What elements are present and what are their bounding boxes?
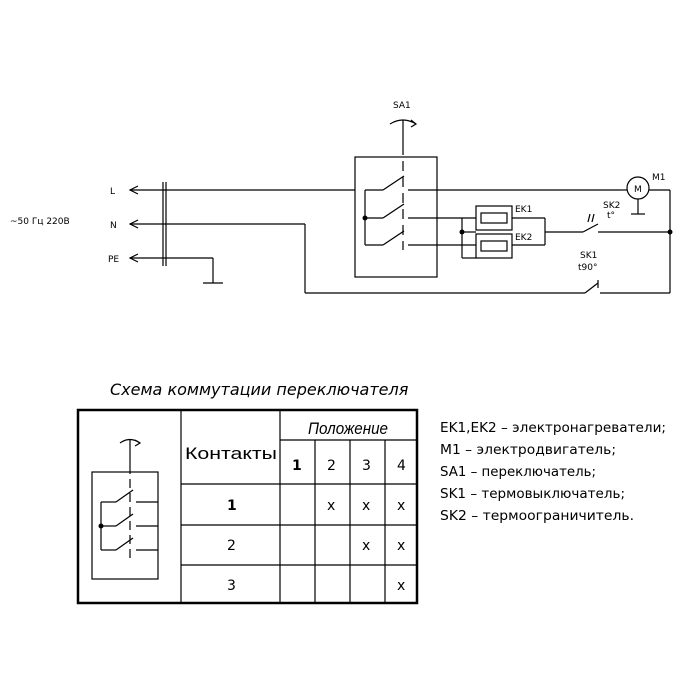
row-2-contact: 2 <box>227 538 236 554</box>
table-title: Схема коммутации переключателя <box>110 380 409 399</box>
sk2-limiter <box>582 213 670 233</box>
motor-m1 <box>600 176 671 294</box>
legend-line-3: SA1 – переключатель; <box>440 465 596 480</box>
sa1-switch <box>354 119 438 278</box>
row-1-contact: 1 <box>227 498 237 514</box>
table-cell: x <box>397 538 405 554</box>
junction-dots <box>362 215 673 235</box>
position-4: 4 <box>397 458 406 474</box>
line-label-l: L <box>110 187 115 197</box>
thermo-sub: t90° <box>578 263 597 273</box>
position-2: 2 <box>327 458 336 474</box>
motor-symbol: M <box>634 185 642 195</box>
contacts-header: Контакты <box>185 444 277 463</box>
limiter-label: SK2 <box>603 201 620 211</box>
row-3-contact: 3 <box>227 578 236 594</box>
sk1-thermo <box>584 280 599 294</box>
switch-symbol <box>91 438 159 580</box>
position-header: Положение <box>308 419 388 438</box>
heater-label-ek1: EK1 <box>515 205 532 215</box>
table-cell: x <box>327 498 335 514</box>
legend-line-4: SK1 – термовыключатель; <box>440 487 625 502</box>
legend-line-2: M1 – электродвигатель; <box>440 443 616 458</box>
table-cell: x <box>362 498 370 514</box>
legend-line-5: SK2 – термоограничитель. <box>440 509 634 524</box>
position-3: 3 <box>362 458 371 474</box>
position-1: 1 <box>292 458 302 474</box>
supply-label: ~50 Гц 220В <box>10 217 70 227</box>
switching-table <box>76 408 419 605</box>
table-cell: x <box>397 498 405 514</box>
supply-lines <box>128 182 585 294</box>
line-label-n: N <box>110 221 117 231</box>
motor-label: M1 <box>652 173 666 183</box>
switch-label: SA1 <box>393 101 411 111</box>
line-label-pe: PE <box>108 255 119 265</box>
thermo-label: SK1 <box>580 251 597 261</box>
switch-symbol-dot <box>98 523 104 529</box>
table-cell: x <box>397 578 405 594</box>
heater-label-ek2: EK2 <box>515 233 532 243</box>
legend-line-1: EK1,EK2 – электронагреватели; <box>440 421 666 436</box>
heaters <box>437 189 620 259</box>
limiter-sub: t° <box>607 211 615 221</box>
table-cell: x <box>362 538 370 554</box>
